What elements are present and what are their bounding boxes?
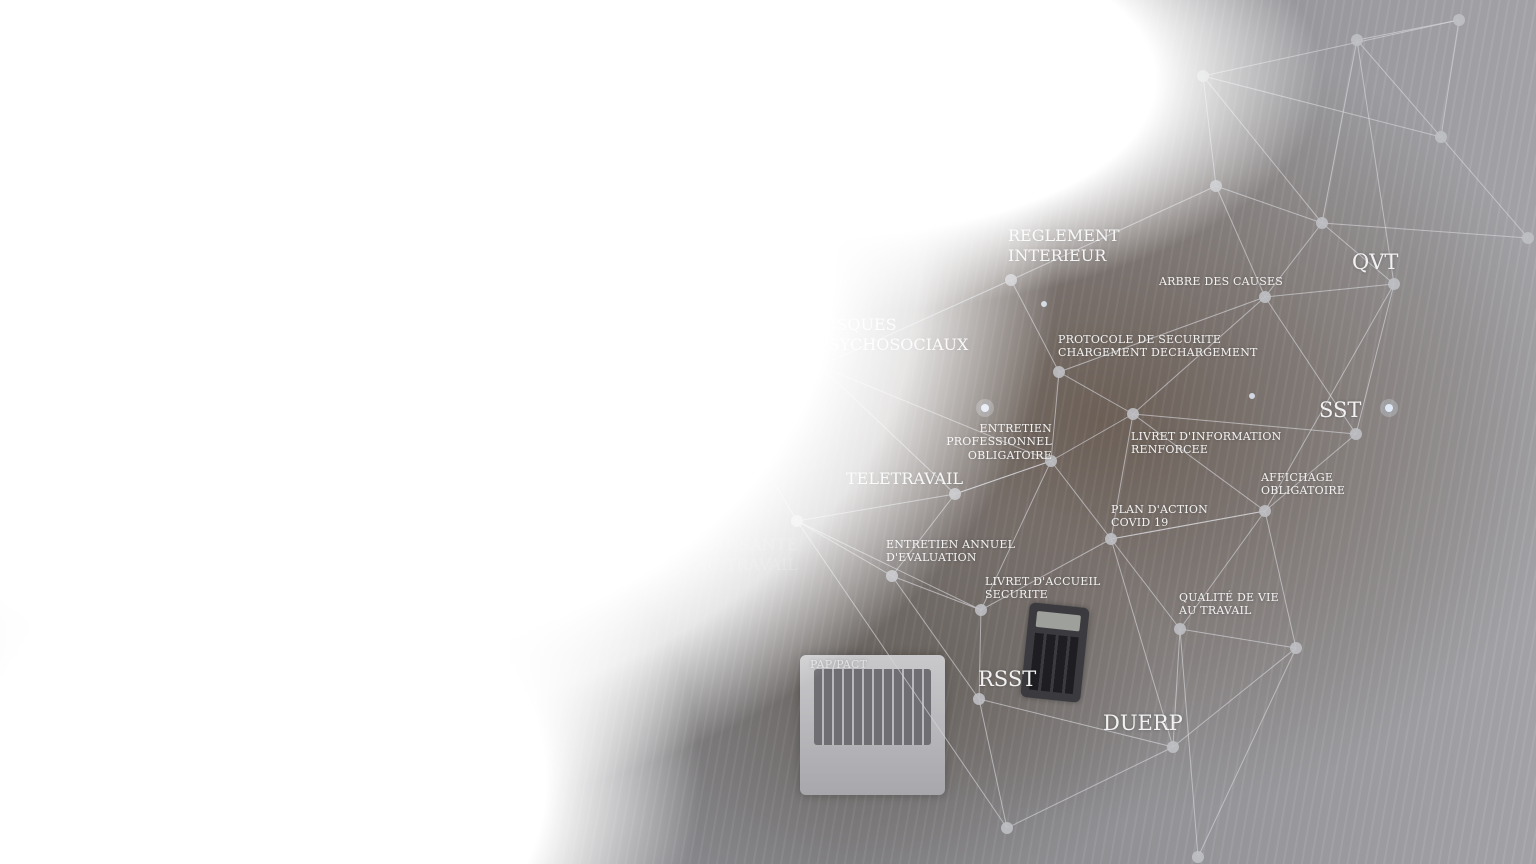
network-node [1005, 274, 1017, 286]
network-node [1192, 851, 1204, 863]
network-edge [1050, 371, 1060, 462]
network-edge [1321, 222, 1529, 239]
network-edge [1006, 746, 1174, 829]
network-edge [1202, 19, 1460, 77]
network-edge [796, 493, 956, 522]
network-edge [978, 698, 1008, 829]
network-edge [1440, 136, 1529, 239]
network-edge [796, 520, 982, 611]
label-rgpd: RGPD [592, 481, 656, 505]
network-edge [752, 365, 821, 449]
network-edge [1172, 647, 1297, 748]
network-edge [1440, 19, 1460, 138]
network-node [1435, 131, 1447, 143]
network-node [814, 360, 826, 372]
network-edge [1179, 628, 1199, 858]
network-edge [1202, 75, 1442, 138]
network-edge [1179, 628, 1297, 649]
network-edge [1058, 371, 1134, 415]
network-edge [1050, 413, 1134, 462]
network-edge [1110, 538, 1181, 630]
network-edge [1215, 185, 1323, 224]
label-duerp: DUERP [1103, 711, 1183, 735]
network-node [1127, 408, 1139, 420]
network-edge [1321, 39, 1358, 224]
network-node [1174, 623, 1186, 635]
label-pap-pact: PAP/PACT [810, 658, 868, 671]
label-arbre-des-causes: ARBRE DES CAUSES [1159, 275, 1283, 288]
network-edge [891, 575, 982, 611]
network-edge [1197, 647, 1297, 858]
network-node [973, 693, 985, 705]
network-node [1453, 14, 1465, 26]
network-edge [1050, 460, 1112, 540]
network-node [1351, 34, 1363, 46]
network-node [747, 442, 759, 454]
network-node [1259, 505, 1271, 517]
network-node [1290, 642, 1302, 654]
label-rsst: RSST [978, 667, 1037, 691]
network-edge [796, 520, 1008, 829]
network-node [1522, 232, 1534, 244]
network-node [1105, 533, 1117, 545]
network-edge [752, 447, 798, 522]
network-node [949, 488, 961, 500]
network-node [1388, 278, 1400, 290]
network-node [886, 570, 898, 582]
network-node [1053, 366, 1065, 378]
label-teletravail: TELETRAVAIL [846, 469, 964, 488]
network-edge [1202, 75, 1323, 224]
network-node [791, 515, 803, 527]
network-node [1350, 428, 1362, 440]
label-sst: SST [1319, 398, 1362, 422]
network-node [1259, 291, 1271, 303]
network-node [1167, 741, 1179, 753]
network-node [1197, 70, 1209, 82]
network-edge [891, 575, 980, 700]
network-edge [1010, 279, 1060, 373]
network-node [1210, 180, 1222, 192]
label-qvt: QVT [1352, 250, 1399, 274]
network-node [1001, 822, 1013, 834]
network-edge [1264, 283, 1395, 298]
network-edge [1132, 413, 1266, 512]
network-node [975, 604, 987, 616]
network-edge [796, 520, 893, 577]
network-node [1316, 217, 1328, 229]
network-edge [1202, 75, 1217, 187]
network-edge [954, 460, 1052, 495]
network-edge [1264, 510, 1297, 649]
